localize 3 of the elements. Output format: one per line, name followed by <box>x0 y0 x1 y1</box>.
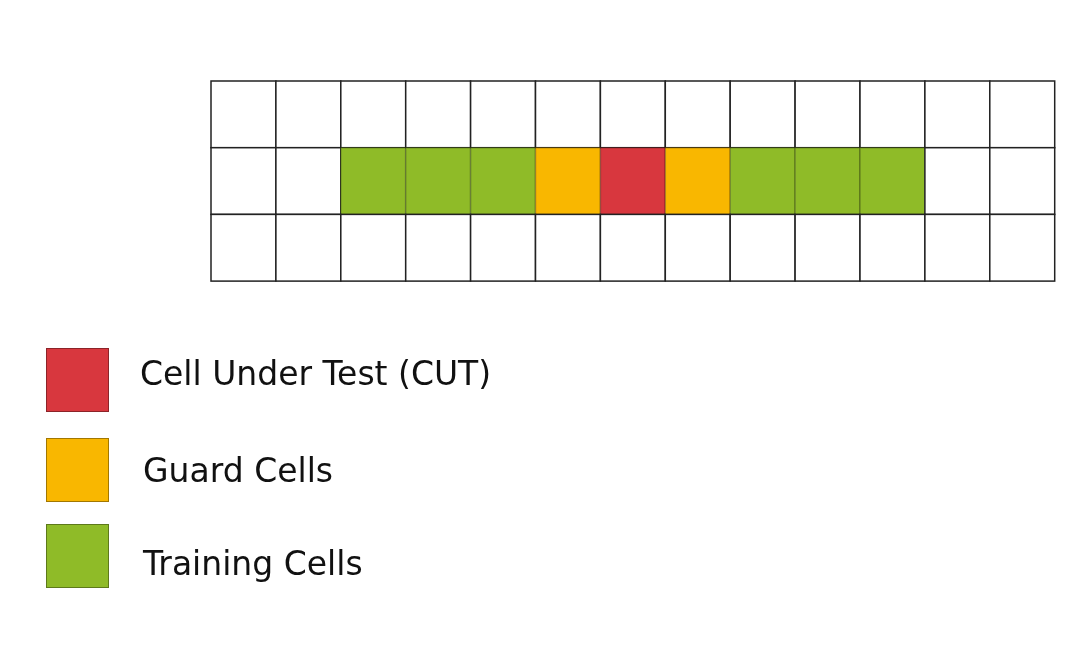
legend-label: Guard Cells <box>143 451 333 491</box>
legend-label: Cell Under Test (CUT) <box>140 354 492 394</box>
legend-label: Training Cells <box>143 544 363 584</box>
